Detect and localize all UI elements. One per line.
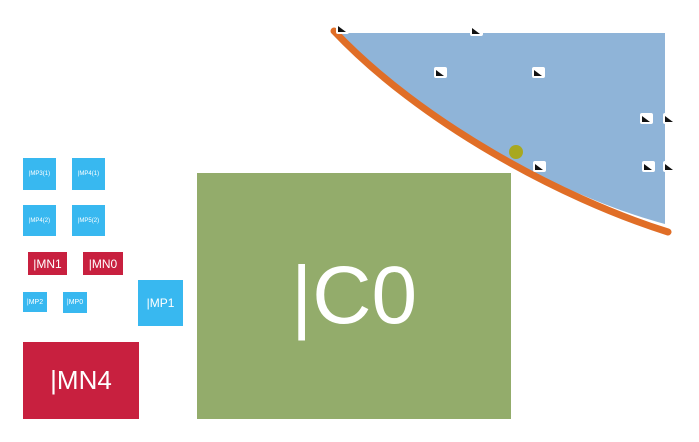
mp2-block[interactable]: |MP2 (23, 292, 47, 312)
mp5-2-block[interactable]: |MP5(2) (72, 205, 105, 236)
mn4-block[interactable]: |MN4 (23, 342, 139, 419)
corner-marker (470, 25, 483, 36)
corner-marker (532, 67, 545, 78)
highlight-dot (509, 145, 523, 159)
corner-marker (640, 113, 653, 124)
corner-marker (533, 161, 546, 172)
arc-boundary (330, 27, 672, 236)
mp4-2-block[interactable]: |MP4(2) (23, 205, 56, 236)
mp1-block[interactable]: |MP1 (138, 280, 183, 326)
corner-marker (663, 113, 676, 124)
c0-block[interactable]: |C0 (197, 173, 511, 419)
mp4-1-block[interactable]: |MP4(1) (72, 158, 105, 190)
corner-marker (642, 161, 655, 172)
corner-marker (336, 23, 349, 34)
mn0-block[interactable]: |MN0 (83, 252, 123, 275)
corner-markers (336, 23, 676, 172)
corner-marker (663, 161, 676, 172)
mn1-block[interactable]: |MN1 (28, 252, 67, 275)
sector-region (337, 33, 665, 224)
mp3-1-block[interactable]: |MP3(1) (23, 158, 56, 190)
corner-marker (434, 67, 447, 78)
mp0-block[interactable]: |MP0 (63, 292, 87, 313)
